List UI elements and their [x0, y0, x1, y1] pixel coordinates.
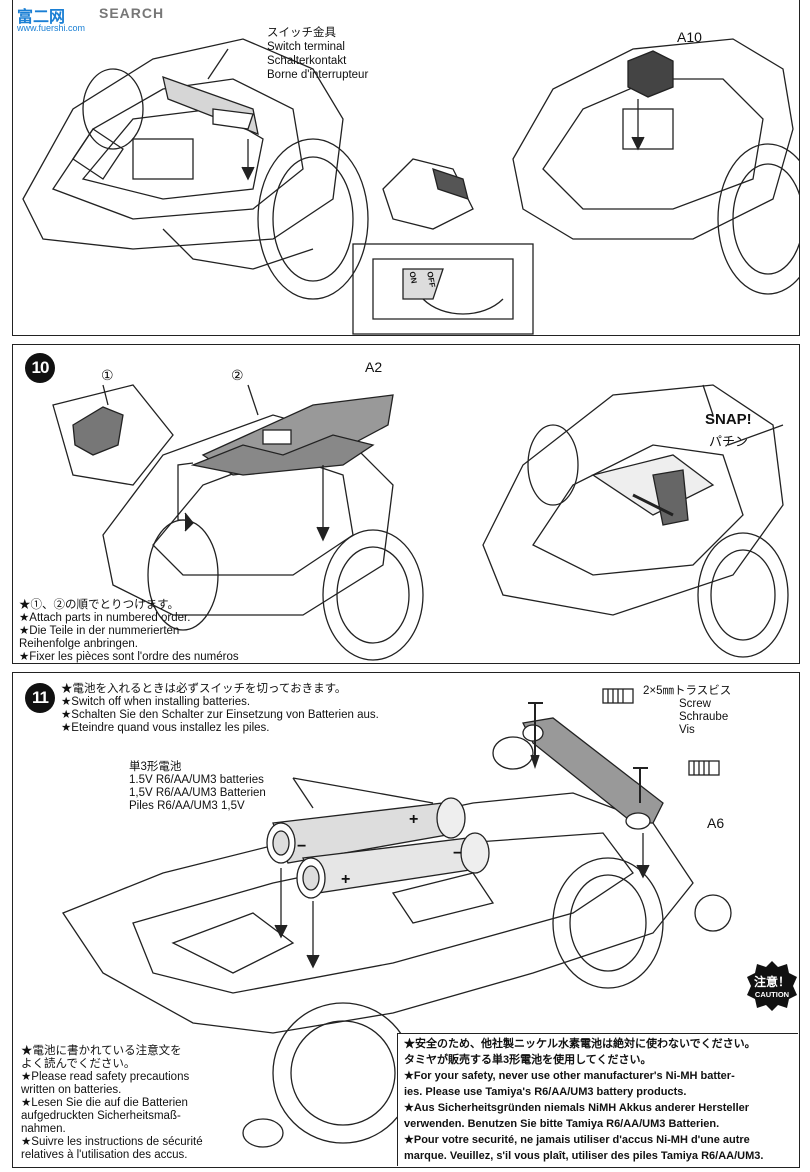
warning-line-0: ★安全のため、他社製ニッケル水素電池は絶対に使わないでください。 [404, 1038, 756, 1050]
step-10-note-en: ★Attach parts in numbered order. [19, 612, 191, 624]
screw-label-de: Schraube [679, 711, 729, 723]
switch-terminal-label-jp: スイッチ金具 [267, 27, 336, 39]
caution-label-en: CAUTION [754, 990, 790, 999]
screw-label-jp: 2×5㎜トラスビス [643, 685, 732, 697]
warning-line-3: ies. Please use Tamiya's R6/AA/UM3 batte… [404, 1086, 687, 1098]
step-11-note-de: ★Schalten Sie den Schalter zur Einsetzun… [61, 709, 379, 721]
snap-label: SNAP! [705, 411, 752, 428]
safety-note-1: よく読んでください。 [21, 1058, 136, 1070]
step-10-number: 10 [25, 353, 55, 383]
switch-terminal-label-en: Switch terminal [267, 41, 345, 53]
battery-label-jp: 単3形電池 [129, 761, 182, 773]
warning-line-1: タミヤが販売する単3形電池を使用してください。 [404, 1054, 652, 1066]
safety-note-3: written on batteries. [21, 1084, 122, 1096]
screw-label-fr: Vis [679, 724, 695, 736]
step-11-illustration [62, 688, 732, 1148]
warning-line-5: verwenden. Benutzen Sie bitte Tamiya R6/… [404, 1118, 720, 1130]
safety-note-2: ★Please read safety precautions [21, 1071, 190, 1083]
step-10-note-fr: ★Fixer les pièces sont l'ordre des numér… [19, 651, 239, 663]
safety-note-6: nahmen. [21, 1123, 66, 1135]
battery-label-de: 1,5V R6/AA/UM3 Batterien [129, 787, 266, 799]
step-11-panel: 11 ★電池を入れるときは必ずスイッチを切っておきます。 ★Switch off… [12, 672, 800, 1168]
safety-note-5: aufgedruckten Sicherheitsmaß- [21, 1110, 181, 1122]
switch-terminal-label-de: Schalterkontakt [267, 55, 347, 67]
snap-label-jp: パチン [709, 434, 749, 449]
battery-label-fr: Piles R6/AA/UM3 1,5V [129, 800, 245, 812]
battery-minus-mark-2: − [453, 845, 463, 862]
step-11-note-fr: ★Eteindre quand vous installez les piles… [61, 722, 270, 734]
switch-terminal-label-fr: Borne d'interrupteur [267, 69, 369, 81]
warning-box: ★安全のため、他社製ニッケル水素電池は絶対に使わないでください。 タミヤが販売す… [397, 1033, 798, 1166]
watermark-logo: 富二网 [17, 9, 66, 26]
switch-off-mark: OFF [425, 270, 437, 289]
step-11-note-en: ★Switch off when installing batteries. [61, 696, 251, 708]
step-11-note-jp: ★電池を入れるときは必ずスイッチを切っておきます。 [61, 683, 347, 695]
safety-note-7: ★Suivre les instructions de sécurité [21, 1136, 203, 1148]
battery-plus-mark-1: + [409, 811, 419, 828]
step-10-panel: 10 ① ② A2 SNAP! パチン ★①、②の順でとりつけます。 ★Atta… [12, 344, 800, 664]
part-a6-label: A6 [707, 815, 725, 831]
caution-label-jp: 注意！ [753, 975, 790, 989]
step-11-number: 11 [25, 683, 55, 713]
safety-note-4: ★Lesen Sie die auf die Batterien [21, 1097, 188, 1109]
battery-minus-mark-1: − [297, 838, 307, 855]
switch-on-mark: ON [407, 270, 419, 285]
watermark-url: www.fuershi.com [17, 23, 86, 33]
step-10-note-de-2: Reihenfolge anbringen. [19, 638, 138, 650]
part-a10-label: A10 [677, 29, 702, 45]
step-10-note-de-1: ★Die Teile in der nummerierten [19, 625, 180, 637]
battery-plus-mark-2: + [341, 871, 351, 888]
warning-line-2: ★For your safety, never use other manufa… [404, 1070, 735, 1082]
step-10-illustration [52, 384, 789, 661]
order-label-1: ① [101, 367, 114, 383]
step-9-panel: 富二网 SEARCH www.fuershi.com スイッチ金具 Switch… [12, 0, 800, 336]
safety-note-0: ★電池に書かれている注意文を [21, 1045, 182, 1057]
step-9-illustration [22, 38, 799, 335]
screw-label-en: Screw [679, 698, 711, 710]
step-10-note-jp: ★①、②の順でとりつけます。 [19, 599, 179, 611]
warning-line-7: marque. Veuillez, s'il vous plaît, utili… [404, 1150, 764, 1162]
order-label-2: ② [231, 367, 244, 383]
warning-line-6: ★Pour votre securité, ne jamais utiliser… [404, 1134, 750, 1146]
battery-label-en: 1.5V R6/AA/UM3 batteries [129, 774, 264, 786]
watermark-search: SEARCH [99, 5, 165, 21]
warning-line-4: ★Aus Sicherheitsgründen niemals NiMH Akk… [404, 1102, 750, 1114]
safety-note-8: relatives à l'utilisation des accus. [21, 1149, 188, 1161]
part-a2-label: A2 [365, 359, 383, 375]
